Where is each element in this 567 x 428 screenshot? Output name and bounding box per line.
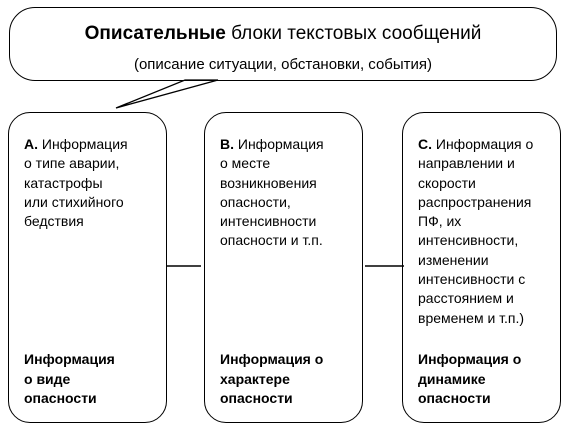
title-line: Описательные блоки текстовых сообщений	[10, 22, 556, 46]
block-c-line-2: направлении и	[418, 155, 515, 172]
block-b-line-2: о месте	[220, 155, 271, 172]
block-a-summary: Информация о виде опасности	[24, 350, 160, 409]
block-b-line-5: интенсивности	[220, 213, 317, 230]
block-a-letter: А.	[24, 136, 38, 152]
block-c-line-1: Информация о	[432, 136, 534, 152]
block-b-line-3: возникновения	[220, 174, 317, 191]
block-c-line-7: изменении	[418, 251, 489, 268]
block-b-line-4: опасности,	[220, 193, 291, 210]
callout-pointer	[115, 79, 219, 109]
block-c-summary-2: динамике	[418, 370, 486, 387]
block-c-line-10: временем и т.п.)	[418, 309, 525, 326]
block-b-summary-2: характере	[220, 370, 290, 387]
block-b-letter: В.	[220, 136, 234, 152]
block-a-line-5: бедствия	[24, 213, 84, 230]
block-b: В. Информация о месте возникновения опас…	[204, 112, 363, 423]
block-a-summary-1: Информация	[24, 351, 115, 367]
block-c-line-6: интенсивности,	[418, 232, 519, 249]
block-b-summary-3: опасности	[220, 390, 293, 406]
block-b-summary: Информация о характере опасности	[220, 350, 356, 409]
block-c-line-4: распространения	[418, 193, 532, 210]
title-subtitle: (описание ситуации, обстановки, события)	[133, 56, 433, 73]
title-rest: блоки текстовых сообщений	[225, 23, 482, 44]
block-a-summary-2: о виде	[24, 370, 71, 387]
block-b-summary-1: Информация о	[220, 351, 324, 367]
block-a-line-4: или стихийного	[24, 193, 124, 210]
block-a-line-3: катастрофы	[24, 174, 103, 191]
block-c-description: С. Информация о направлении и скорости р…	[418, 135, 554, 328]
block-b-line-1: Информация	[234, 136, 324, 152]
block-c-line-3: скорости	[418, 174, 476, 191]
block-c: С. Информация о направлении и скорости р…	[402, 112, 561, 423]
block-b-description: В. Информация о месте возникновения опас…	[220, 135, 356, 251]
title-bold: Описательные	[84, 23, 226, 44]
block-c-line-5: ПФ, их	[418, 213, 462, 230]
block-c-summary: Информация о динамике опасности	[418, 350, 554, 409]
block-c-summary-3: опасности	[418, 390, 491, 406]
block-a-summary-3: опасности	[24, 390, 97, 406]
block-b-line-6: опасности и т.п.	[220, 232, 323, 249]
block-a: А. Информация о типе аварии, катастрофы …	[8, 112, 167, 423]
title-box: Описательные блоки текстовых сообщений (…	[9, 7, 557, 81]
block-c-summary-1: Информация о	[418, 351, 522, 367]
block-a-description: А. Информация о типе аварии, катастрофы …	[24, 135, 160, 231]
block-c-line-9: расстоянием и	[418, 290, 514, 307]
block-a-line-1: Информация	[38, 136, 128, 152]
block-c-line-8: интенсивности с	[418, 271, 526, 288]
block-a-line-2: о типе аварии,	[24, 155, 120, 172]
block-c-letter: С.	[418, 136, 432, 152]
